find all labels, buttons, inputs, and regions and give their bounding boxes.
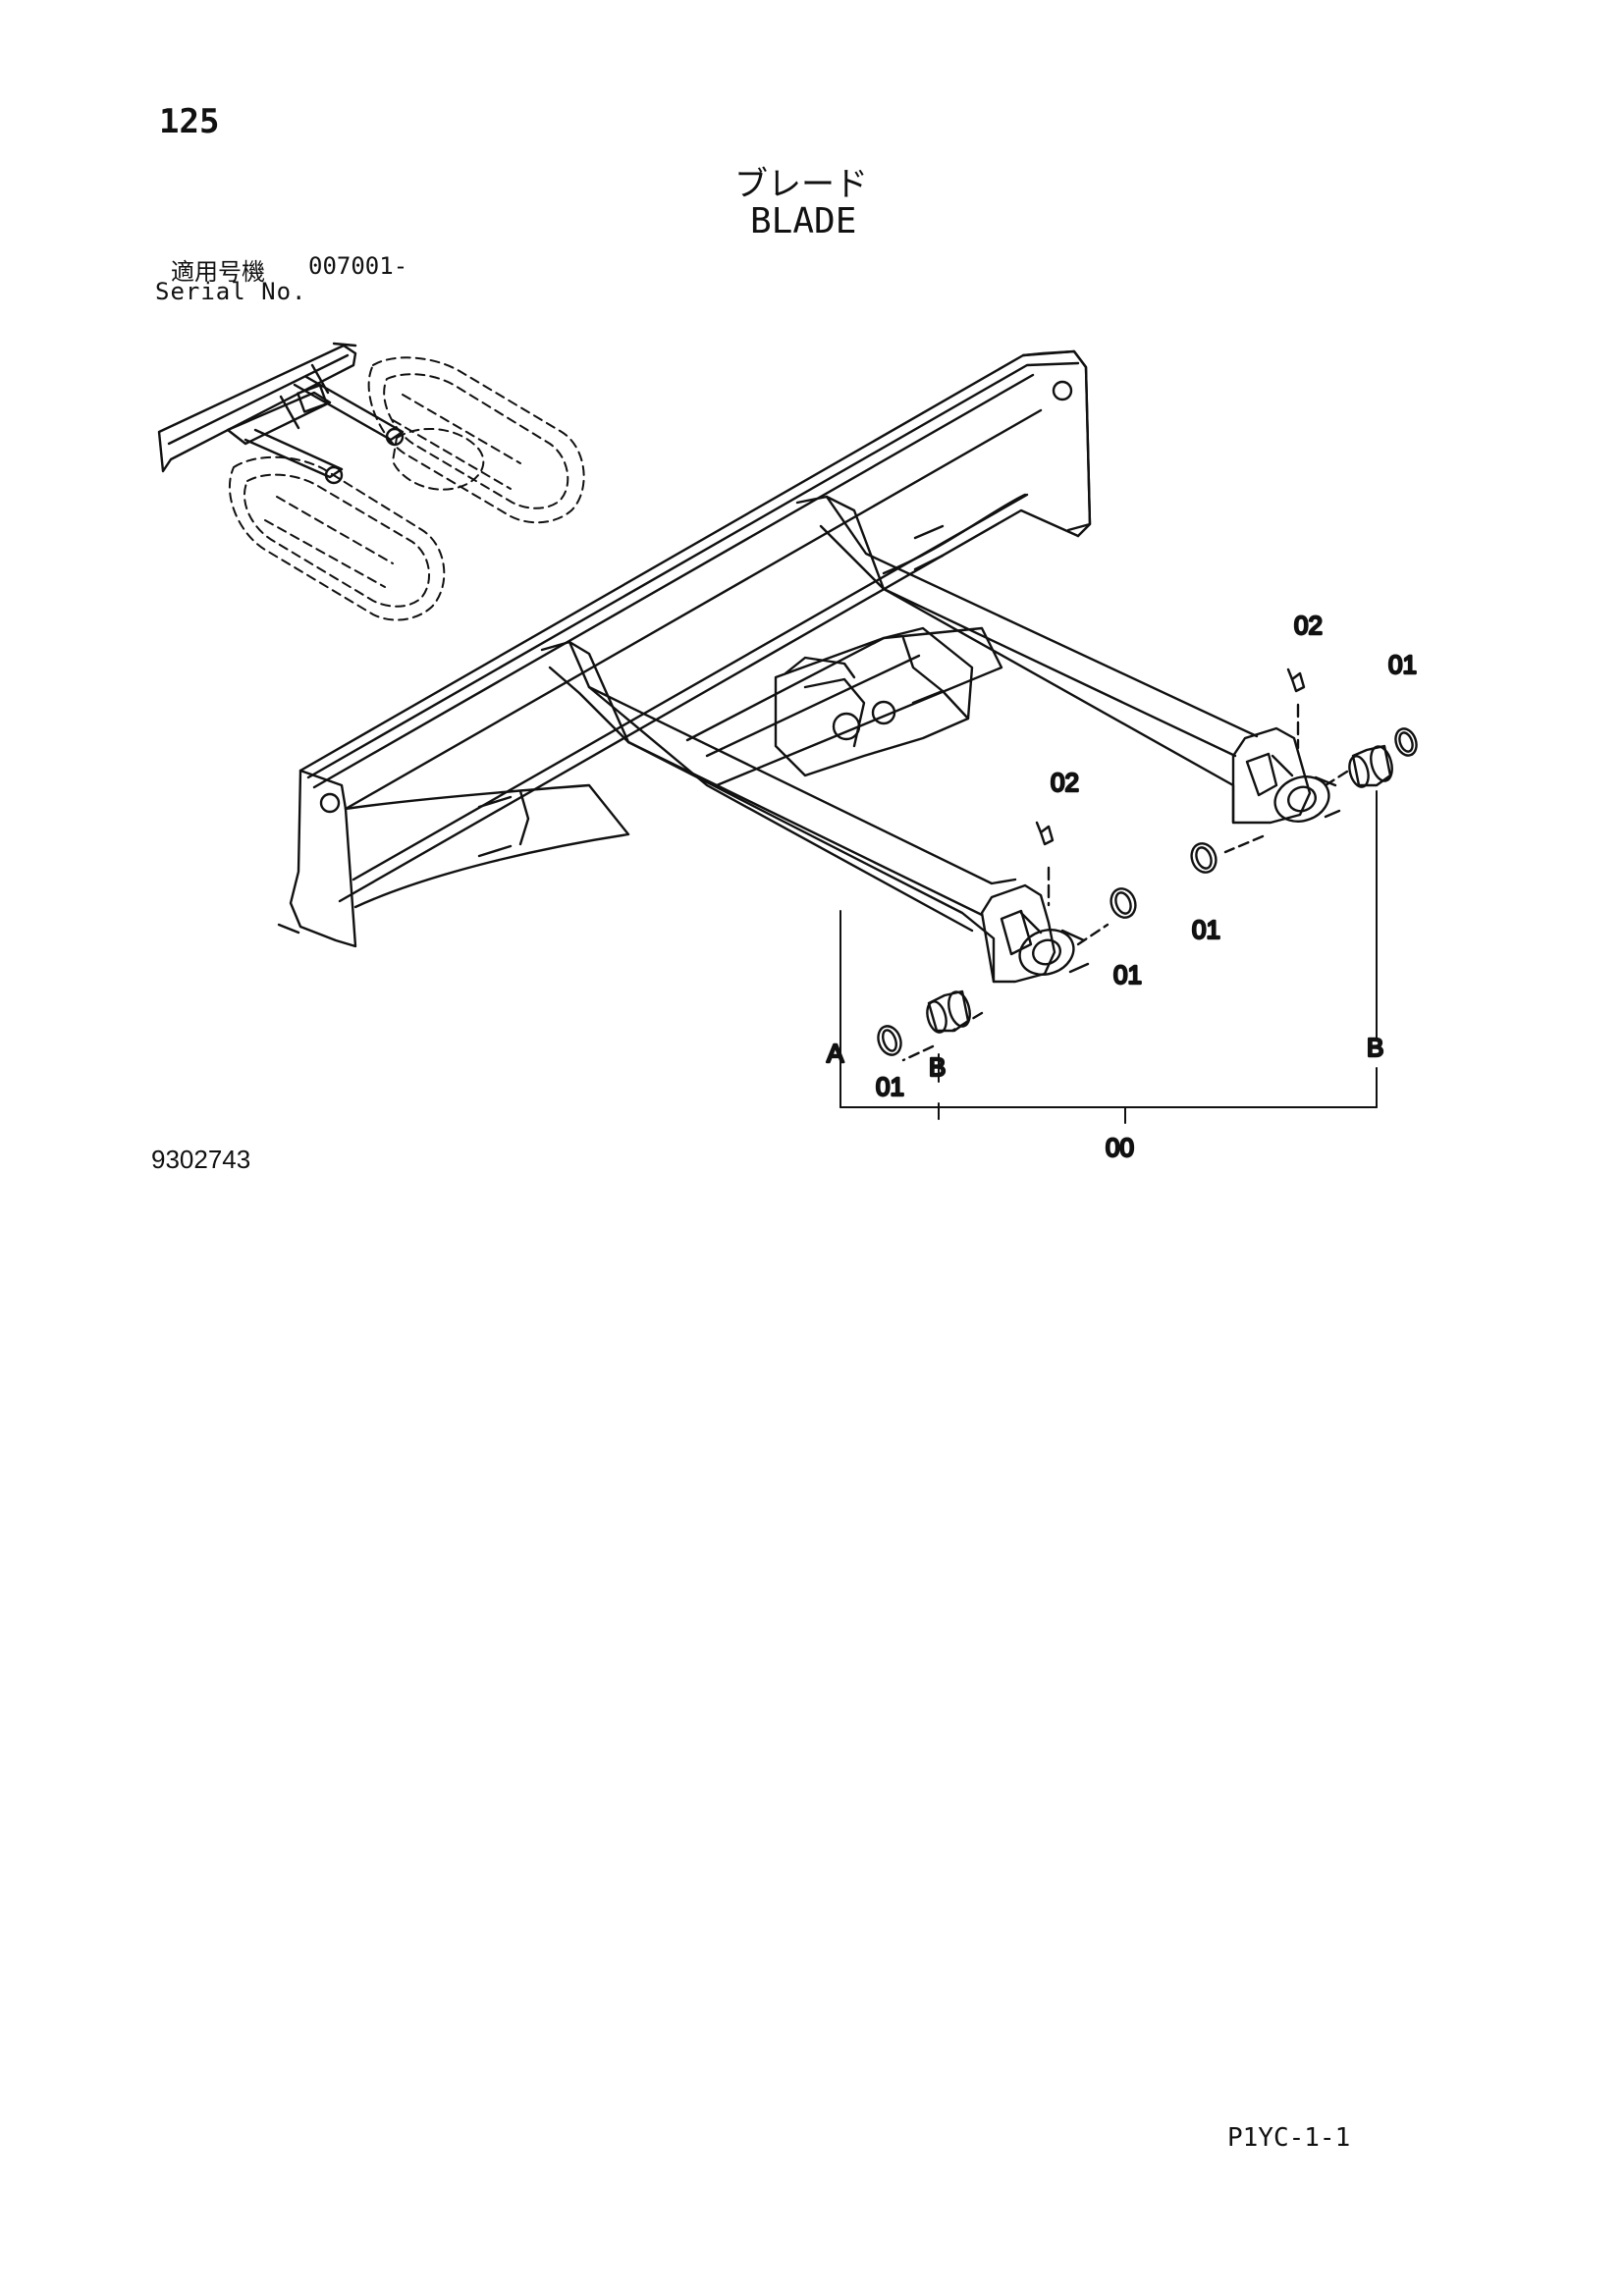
callout-01-center-right: 01 — [1192, 915, 1220, 944]
callout-02-right: 02 — [1294, 611, 1323, 640]
callout-01-bottom: 01 — [876, 1072, 904, 1101]
right-arm-end — [1223, 703, 1349, 854]
title-japanese: ブレード — [734, 165, 868, 204]
title-english: BLADE — [750, 201, 857, 241]
serial-label-english: Serial No. — [155, 278, 307, 305]
snap-ring-parts — [877, 727, 1418, 1056]
bushing-parts — [926, 744, 1393, 1034]
page-code: P1YC-1-1 — [1227, 2123, 1351, 2153]
reference-lines — [839, 790, 1378, 1124]
left-arm-end — [901, 866, 1110, 1062]
machine-overview-inset — [157, 342, 585, 621]
callout-01-center: 01 — [1113, 960, 1142, 989]
label-b-left: B — [929, 1052, 946, 1082]
callout-00-assembly: 00 — [1106, 1133, 1134, 1162]
drawing-number: 9302743 — [151, 1145, 251, 1174]
lock-pin-parts — [1035, 667, 1306, 846]
serial-label-japanese: 適用号機 — [171, 258, 265, 286]
label-b-right: B — [1367, 1033, 1383, 1062]
blade-body — [277, 349, 1259, 984]
label-a: A — [827, 1039, 844, 1068]
callout-02-center: 02 — [1051, 768, 1079, 797]
page-number: 125 — [159, 102, 220, 141]
serial-range: 007001- — [308, 252, 408, 280]
callout-01-right-top: 01 — [1388, 650, 1417, 679]
